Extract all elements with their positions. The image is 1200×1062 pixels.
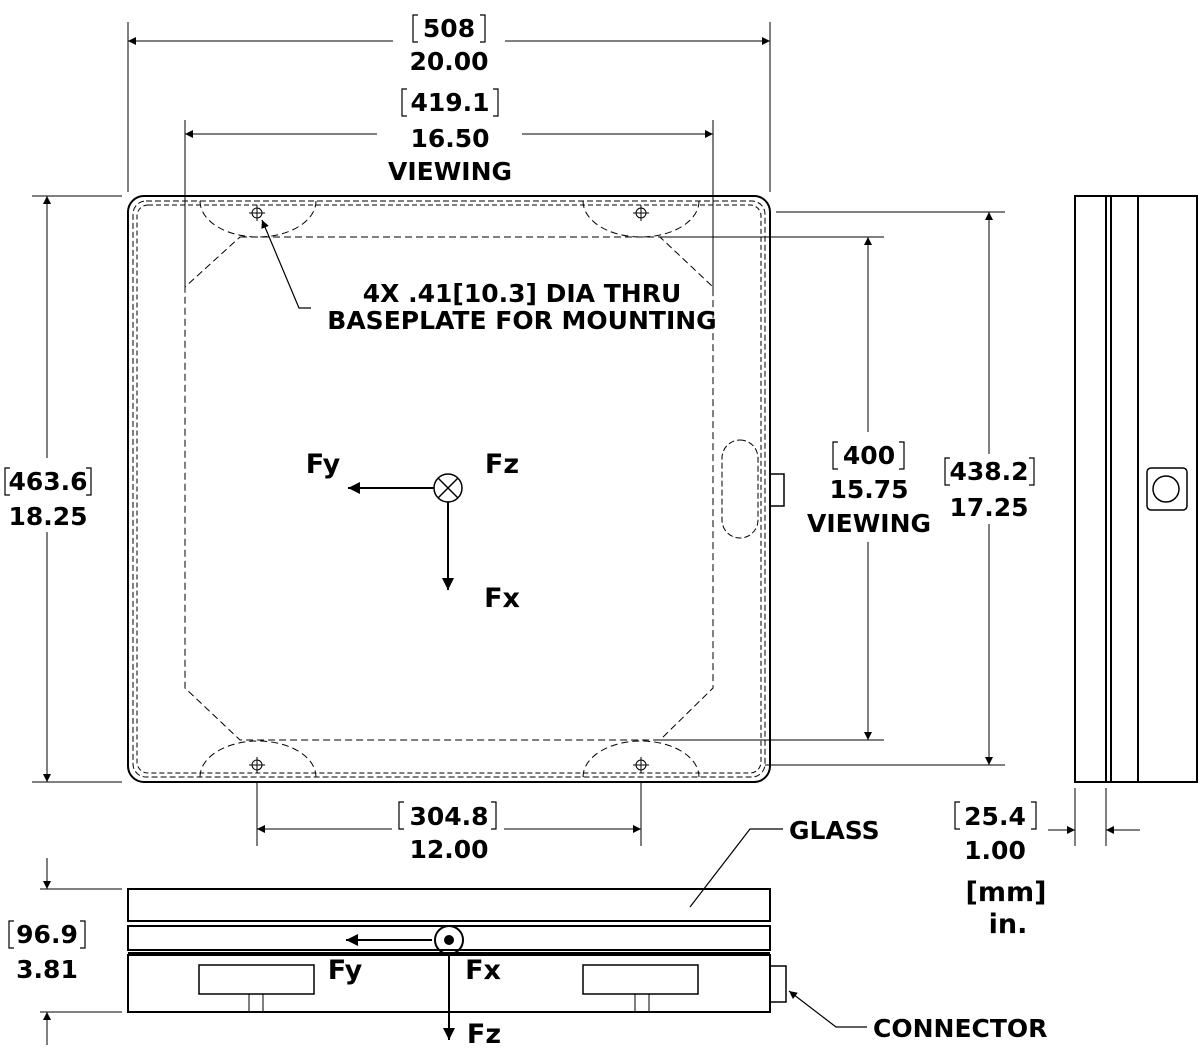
hole-spacing-in: 12.00 [409, 835, 488, 864]
connector-stub [769, 473, 785, 507]
units-in-label: in. [989, 909, 1028, 940]
connector-label: CONNECTOR [873, 1014, 1047, 1043]
mount-height-mm: 438.2 [949, 457, 1028, 486]
hole-spacing-mm: 304.8 [409, 802, 488, 831]
glass-leader [689, 828, 783, 908]
viewing-height-mm: 400 [843, 441, 895, 470]
overall-width-in: 20.00 [409, 47, 488, 76]
front-view: Fy Fx Fz GLASS CONNECTOR 96.9 3.81 [8, 816, 1047, 1050]
base-pocket-left [198, 964, 315, 995]
overall-height-in: 18.25 [8, 502, 87, 531]
side-view-outline [1074, 195, 1198, 783]
glass-label: GLASS [789, 816, 880, 845]
mounting-hole-icon [633, 205, 649, 221]
hole-note-line-1: 4X .41[10.3] DIA THRU [363, 279, 682, 308]
front-height-in: 3.81 [16, 955, 78, 984]
viewing-height-note: VIEWING [807, 509, 931, 538]
side-connector-circle [1152, 475, 1180, 503]
thickness-in: 1.00 [964, 836, 1026, 865]
viewing-width-in: 16.50 [410, 124, 489, 153]
thickness-mm: 25.4 [964, 802, 1026, 831]
hole-relief-bottom-left [199, 740, 317, 778]
mounting-hole-icon [633, 757, 649, 773]
hole-relief-top-left [199, 200, 317, 238]
units-mm-label: [mm] [966, 877, 1047, 908]
mounting-hole-icon [249, 205, 265, 221]
front-connector [769, 965, 787, 1003]
side-view: 25.4 1.00 [mm] in. [954, 195, 1198, 940]
front-fx-label: Fx [465, 955, 501, 986]
mounting-hole-icon [249, 757, 265, 773]
overall-height-mm: 463.6 [8, 467, 87, 496]
base-pocket-right [582, 964, 699, 995]
front-fz-label: Fz [467, 1019, 501, 1050]
hole-relief-top-right [582, 200, 700, 238]
fx-label: Fx [484, 583, 520, 614]
top-view: Fy Fz Fx 4X .41[10.3] DIA THRU BASEPLATE… [4, 14, 1035, 864]
fx-out-of-page-symbol [434, 925, 464, 955]
viewing-height-in: 15.75 [829, 475, 908, 504]
side-connector [1146, 467, 1188, 511]
mount-height-in: 17.25 [949, 493, 1028, 522]
mounting-slot-right [634, 993, 650, 1013]
hole-note-leader [261, 219, 311, 309]
fz-label: Fz [485, 449, 519, 480]
front-height-mm: 96.9 [16, 920, 78, 949]
overall-width-mm: 508 [423, 14, 475, 43]
glass-layer [127, 888, 771, 922]
hole-note-line-2: BASEPLATE FOR MOUNTING [327, 306, 716, 335]
fy-label: Fy [306, 449, 341, 480]
viewing-width-note: VIEWING [388, 157, 512, 186]
front-fy-label: Fy [328, 955, 363, 986]
connector-leader [788, 990, 867, 1028]
plate-inner-outline [132, 200, 766, 778]
mounting-slot-left [248, 993, 264, 1013]
hole-relief-bottom-right [582, 740, 700, 778]
plate-glass-outline [136, 204, 762, 774]
viewing-width-mm: 419.1 [410, 88, 489, 117]
cable-slot [721, 439, 759, 539]
